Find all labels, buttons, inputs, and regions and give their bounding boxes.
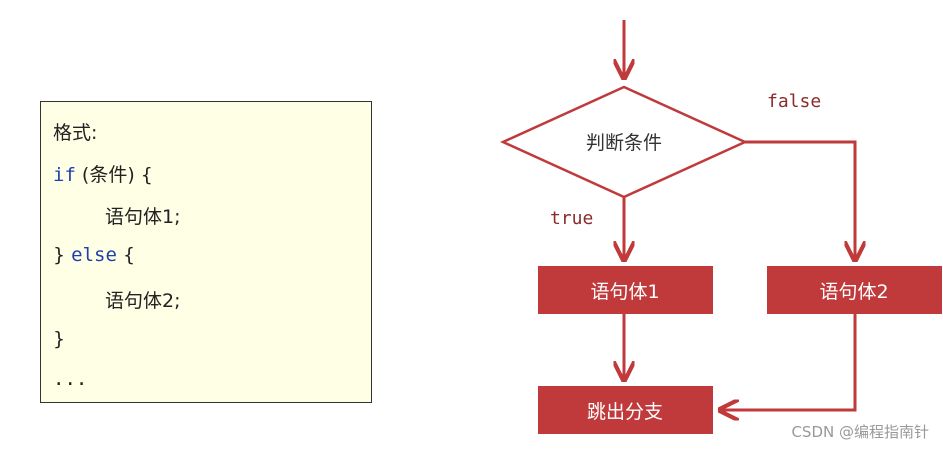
code-else-line: } else { [53, 244, 135, 266]
code-if-line: if (条件) { [53, 160, 153, 187]
code-if-condition: (条件) { [75, 164, 153, 186]
false-arrow [745, 140, 855, 258]
body2-box [767, 266, 942, 314]
code-format-box: 格式: if (条件) { 语句体1; } else { 语句体2; } ... [40, 101, 372, 403]
body2-to-exit-arrow [722, 314, 857, 410]
body1-box [538, 266, 713, 314]
false-edge-label: false [767, 91, 821, 112]
body2-label: 语句体2 [819, 281, 888, 303]
code-else-open: { [116, 244, 136, 266]
code-if-keyword: if [53, 164, 76, 186]
true-edge-label: true [550, 208, 593, 229]
body2-node: 语句体2 [767, 266, 942, 314]
code-else-keyword: else [71, 244, 117, 266]
body1-node: 语句体1 [538, 266, 713, 314]
code-format-label: 格式: [53, 122, 98, 144]
code-ellipsis-line: ... [53, 368, 88, 390]
condition-node: 判断条件 [499, 85, 749, 199]
exit-node: 跳出分支 [538, 386, 713, 434]
code-body1-line: 语句体1; [105, 206, 181, 228]
condition-label: 判断条件 [586, 132, 662, 154]
code-body2-line: 语句体2; [105, 290, 181, 312]
body1-label: 语句体1 [590, 281, 659, 303]
exit-label: 跳出分支 [587, 401, 663, 423]
watermark: CSDN @编程指南针 [791, 423, 929, 441]
exit-box [538, 386, 713, 434]
code-close-brace-line: } [53, 328, 66, 350]
code-else-brace: } [53, 244, 72, 266]
